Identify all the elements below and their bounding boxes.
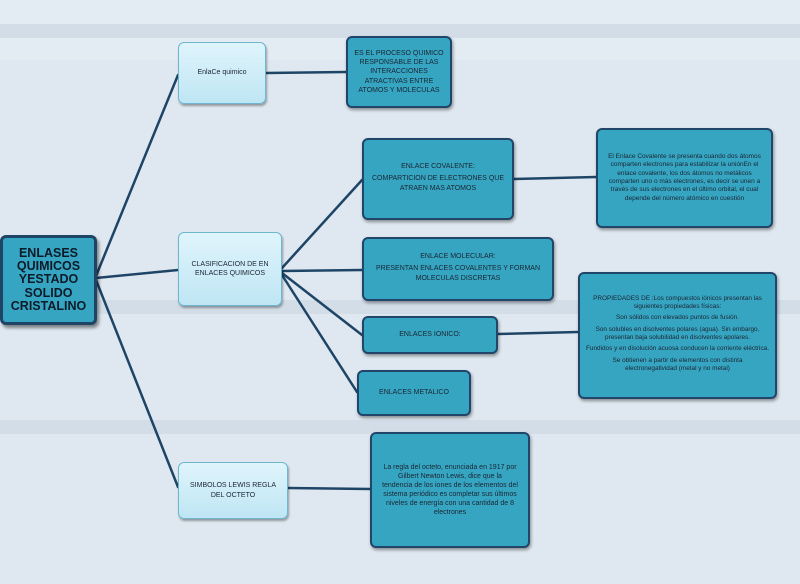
- link-simbolos-octeto: [286, 486, 372, 491]
- ionico-props-node[interactable]: PROPIEDADES DE :Los compuestos iónicos p…: [578, 272, 777, 399]
- metalico-node[interactable]: ENLACES METALICO: [357, 370, 471, 416]
- simbolos-lewis-label: SIMBOLOS LEWIS REGLA DEL OCTETO: [190, 482, 276, 499]
- octeto-text: La regla del octeto, enunciada en 1917 p…: [382, 463, 518, 517]
- ionico-prop-line: Son sólidos con elevados puntos de fusió…: [616, 314, 739, 322]
- molecular-text: PRESENTAN ENLACES COVALENTES Y FORMAN MO…: [375, 265, 541, 282]
- background-stripe: [0, 420, 800, 434]
- proceso-quimico-node[interactable]: ES EL PROCESO QUIMICO RESPONSABLE DE LAS…: [346, 36, 452, 108]
- ionico-prop-line: PROPIEDADES DE :Los compuestos iónicos p…: [593, 294, 762, 311]
- ionico-prop-line: Son solubles en disolventes polares (agu…: [595, 325, 760, 341]
- link-clasif-metalico: [280, 273, 359, 394]
- molecular-title: ENLACE MOLECULAR:: [420, 253, 496, 261]
- link-root-simbolos: [94, 278, 180, 489]
- enlace-quimico-label: EnlaCe quimico: [197, 69, 247, 77]
- covalente-text: COMPARTICION DE ELECTRONES QUE ATRAEN MA…: [372, 175, 504, 192]
- link-ionico-props: [496, 330, 580, 336]
- link-root-enlace: [94, 73, 180, 278]
- link-clasif-covalente: [280, 178, 364, 270]
- link-clasif-ionico: [280, 271, 364, 337]
- background-stripe: [0, 24, 800, 38]
- covalente-node[interactable]: ENLACE COVALENTE: COMPARTICION DE ELECTR…: [362, 138, 514, 220]
- link-root-clasificacion: [94, 268, 180, 280]
- covalente-desc-text: El Enlace Covalente se presenta cuando d…: [608, 152, 761, 202]
- link-enlace-proceso: [264, 70, 348, 75]
- clasificacion-label: CLASIFICACION DE EN ENLACES QUIMICOS: [191, 260, 269, 277]
- enlace-quimico-node[interactable]: EnlaCe quimico: [178, 42, 266, 104]
- link-clasif-molecular: [280, 268, 364, 273]
- covalente-desc-node[interactable]: El Enlace Covalente se presenta cuando d…: [596, 128, 773, 228]
- molecular-node[interactable]: ENLACE MOLECULAR: PRESENTAN ENLACES COVA…: [362, 237, 554, 301]
- octeto-node[interactable]: La regla del octeto, enunciada en 1917 p…: [370, 432, 530, 548]
- root-node[interactable]: ENLASES QUIMICOS YESTADO SOLIDO CRISTALI…: [0, 235, 97, 325]
- link-covalente-desc: [512, 175, 598, 181]
- ionico-node[interactable]: ENLACES IONICO:: [362, 316, 498, 354]
- metalico-label: ENLACES METALICO: [379, 389, 449, 397]
- proceso-quimico-label: ES EL PROCESO QUIMICO RESPONSABLE DE LAS…: [354, 50, 444, 94]
- ionico-prop-line: Fundidos y en disolución acuosa conducen…: [586, 345, 769, 353]
- ionico-label: ENLACES IONICO:: [399, 331, 461, 339]
- clasificacion-node[interactable]: CLASIFICACION DE EN ENLACES QUIMICOS: [178, 232, 282, 306]
- root-label: ENLASES QUIMICOS YESTADO SOLIDO CRISTALI…: [10, 246, 87, 313]
- simbolos-lewis-node[interactable]: SIMBOLOS LEWIS REGLA DEL OCTETO: [178, 462, 288, 519]
- covalente-title: ENLACE COVALENTE:: [401, 163, 475, 171]
- ionico-prop-line: Se obtienen a partir de elementos con di…: [612, 356, 743, 372]
